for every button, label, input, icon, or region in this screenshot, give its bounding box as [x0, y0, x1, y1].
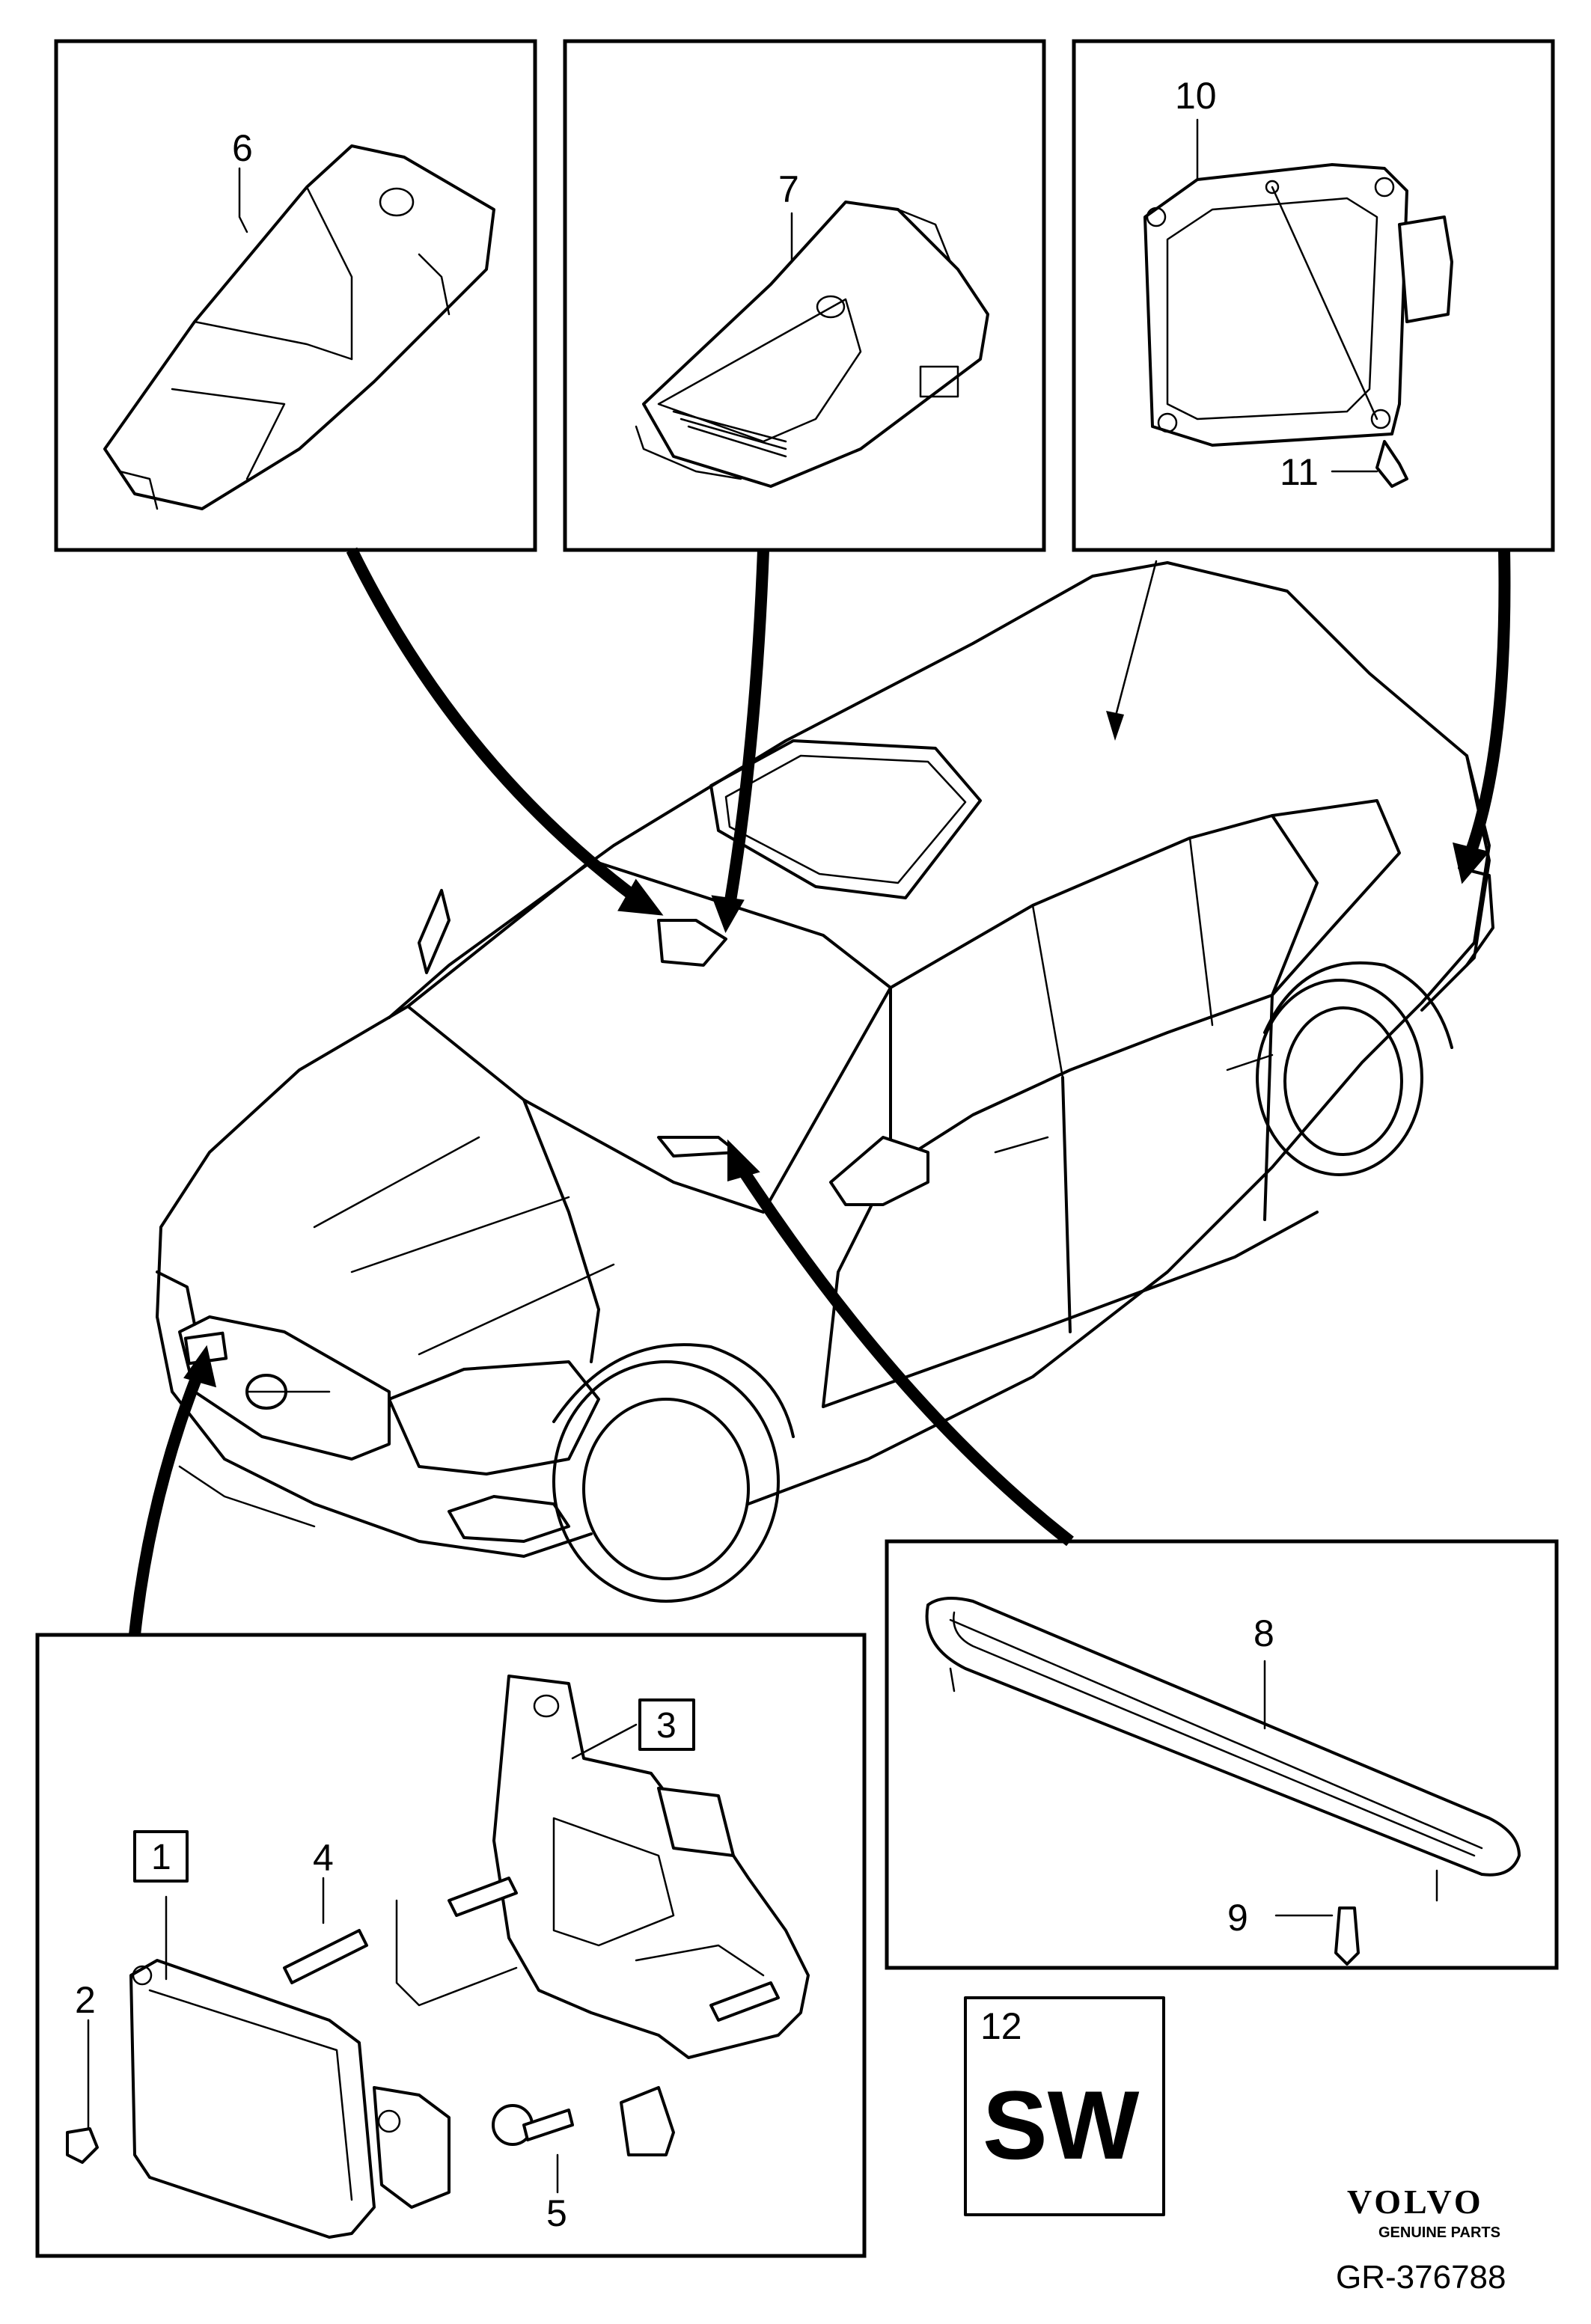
callout-box-1 [133, 1830, 189, 1883]
bracket-drawing [492, 1675, 810, 2059]
rain-sensor-drawing [103, 144, 495, 510]
callout-10: 10 [1175, 75, 1217, 117]
callout-6: 6 [232, 127, 253, 169]
callout-4: 4 [313, 1837, 334, 1879]
callout-7: 7 [778, 168, 799, 210]
vehicle-outline [156, 561, 1494, 1603]
brand-logo: VOLVO [1347, 2183, 1484, 2221]
callout-9: 9 [1227, 1897, 1248, 1939]
callout-box-3 [638, 1698, 695, 1751]
radar-unit-drawing [129, 1959, 451, 2239]
callout-leaders [87, 118, 1378, 2194]
software-box [964, 1996, 1165, 2216]
camera-module-drawing [635, 201, 989, 488]
location-arrows [129, 547, 1511, 1636]
control-module-drawing [1143, 163, 1453, 488]
diagram-reference: GR-376788 [1336, 2259, 1506, 2296]
callout-5: 5 [546, 2192, 567, 2234]
callout-3: 3 [656, 1706, 677, 1746]
callout-2: 2 [75, 1979, 96, 2021]
callout-8: 8 [1253, 1612, 1274, 1654]
fasteners-drawing [66, 1877, 780, 2164]
software-code: SW [983, 2070, 1140, 2180]
callout-1: 1 [151, 1838, 171, 1877]
trim-strip-drawing [925, 1597, 1521, 1966]
brand-tagline: GENUINE PARTS [1378, 2224, 1500, 2241]
callout-12: 12 [980, 2005, 1022, 2047]
callout-11: 11 [1280, 451, 1319, 493]
